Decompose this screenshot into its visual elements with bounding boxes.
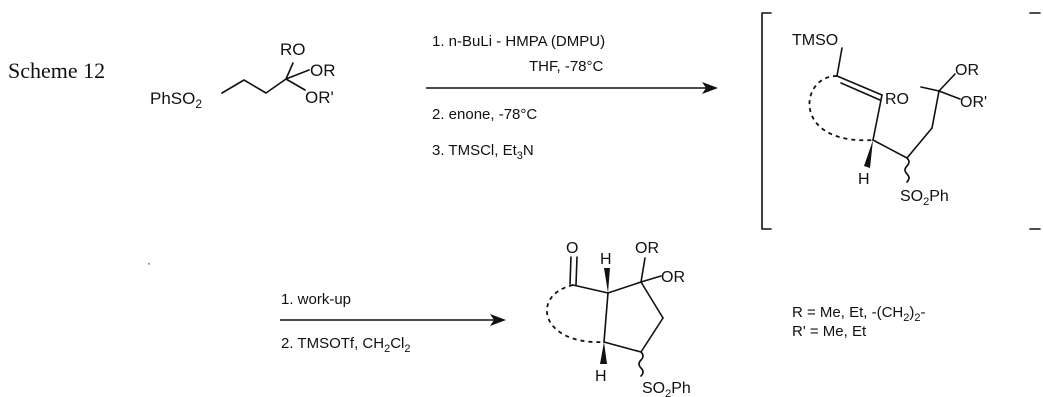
wedge-bond-h-top — [604, 268, 610, 293]
h-top-label: H — [600, 251, 612, 268]
bond-or-right — [640, 275, 662, 283]
step2: 1. work-up 2. TMSOTf, CH2Cl2 — [280, 291, 506, 355]
bond-ketal-ro — [920, 86, 940, 92]
product: O H H OR OR SO2Ph — [546, 240, 691, 397]
intermediate: TMSO H SO2Ph RO OR OR' — [761, 12, 1041, 230]
wavy-bond-so2ph — [904, 157, 910, 183]
r-definition: R = Me, Et, -(CH2)2- — [792, 304, 926, 324]
tmso-label: TMSO — [792, 32, 838, 49]
ring-dashed-arc — [808, 75, 874, 141]
ring-bond-bottom — [603, 341, 642, 353]
ring-dashed-arc-product — [546, 284, 605, 343]
bond-to-chf — [872, 139, 908, 159]
or-label: OR — [310, 61, 336, 80]
wedge-bond-h-bottom — [600, 342, 607, 364]
phso2-group: PhSO2 — [150, 89, 202, 111]
step1-line1: 1. n-BuLi - HMPA (DMPU) — [432, 33, 605, 50]
step1-line2: THF, -78°C — [529, 58, 604, 75]
or-label-int: OR — [955, 62, 979, 79]
bond-ketal-or-prime — [938, 90, 961, 100]
ro-label: RO — [280, 40, 306, 59]
bond-ketal-or — [938, 73, 956, 92]
ketone-o-label: O — [566, 240, 578, 257]
bond-or-top — [640, 257, 646, 283]
enol-double-bond-b — [840, 82, 881, 101]
ring-bond-right — [640, 281, 664, 319]
bond-co-to-junction — [572, 284, 609, 294]
starting-material: PhSO2 RO OR OR' — [150, 40, 336, 111]
scheme-label: Scheme 12 — [8, 58, 105, 83]
so2ph-label: SO2Ph — [900, 188, 949, 208]
wedge-bond-h — [864, 140, 873, 168]
step2-line1: 1. work-up — [281, 291, 351, 308]
so2ph-product-label: SO2Ph — [642, 380, 691, 397]
or-prime-label: OR' — [305, 88, 334, 107]
or-right-label: OR — [661, 269, 685, 286]
step1: 1. n-BuLi - HMPA (DMPU) THF, -78°C 2. en… — [426, 33, 718, 162]
ring-bond-bottom-right — [640, 317, 664, 353]
carbonyl-bond-b — [575, 256, 578, 286]
bond-ch2-to-ketal — [931, 90, 940, 129]
arrowhead-1 — [702, 82, 718, 94]
or-top-label: OR — [635, 240, 659, 257]
ro-label-int: RO — [885, 91, 909, 108]
substituent-definitions: R = Me, Et, -(CH2)2- R' = Me, Et — [792, 304, 926, 340]
bond-o-c — [836, 47, 843, 77]
h-label: H — [858, 171, 870, 188]
ring-bond-top — [607, 281, 642, 294]
arrowhead-2 — [490, 314, 506, 326]
h-bottom-label: H — [595, 368, 607, 385]
bond-to-ch2 — [906, 127, 933, 159]
bond-to-ring-junction — [872, 94, 883, 141]
fusion-bond — [603, 292, 609, 343]
r-prime-definition: R' = Me, Et — [792, 323, 867, 340]
step1-line4: 3. TMSCl, Et3N — [432, 142, 534, 162]
or-prime-label-int: OR' — [960, 94, 987, 111]
bond-to-or — [285, 69, 310, 80]
left-bracket — [761, 12, 772, 230]
bond-to-ro — [285, 62, 294, 80]
enol-double-bond-a — [836, 75, 883, 96]
step1-line3: 2. enone, -78°C — [432, 106, 537, 123]
stray-dot: · — [147, 256, 151, 270]
propyl-chain-bonds — [221, 78, 287, 94]
step2-line2: 2. TMSOTf, CH2Cl2 — [281, 335, 411, 355]
wavy-bond-product — [638, 351, 644, 377]
bond-to-or-prime — [285, 78, 306, 91]
carbonyl-bond-a — [569, 256, 572, 285]
